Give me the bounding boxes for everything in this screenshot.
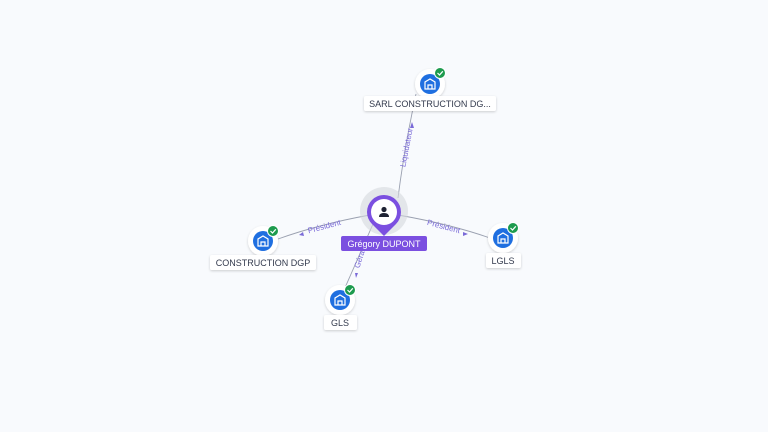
company-node-dgp[interactable]: CONSTRUCTION DGP	[210, 225, 316, 271]
verified-badge-icon	[267, 225, 279, 237]
person-label-box	[341, 236, 427, 251]
edge-lgls: Président	[397, 214, 491, 239]
verified-badge-icon	[507, 222, 519, 234]
company-name: SARL CONSTRUCTION DG...	[369, 99, 491, 109]
company-name: GLS	[331, 318, 349, 328]
arrow-icon	[299, 232, 304, 236]
arrow-icon	[410, 122, 414, 128]
building-icon	[257, 235, 269, 247]
company-node-lgls[interactable]: LGLS	[486, 222, 521, 269]
arrow-icon	[463, 232, 468, 236]
company-node-sarl[interactable]: SARL CONSTRUCTION DG...	[364, 67, 496, 112]
company-name: CONSTRUCTION DGP	[216, 258, 311, 268]
company-name: LGLS	[491, 256, 514, 266]
arrow-icon	[355, 273, 358, 278]
edge-label-lgls: Président	[426, 218, 462, 236]
edge-label-sarl: Liquidateur	[398, 127, 414, 168]
verified-badge-icon	[434, 67, 446, 79]
person-icon	[379, 206, 389, 217]
edge-dgp: Président	[277, 214, 371, 240]
edge-label-dgp: Président	[307, 218, 343, 236]
building-icon	[334, 294, 346, 306]
building-icon	[497, 232, 509, 244]
person-name: Grégory DUPONT	[347, 239, 421, 249]
person-node[interactable]: Grégory DUPONT	[341, 187, 427, 251]
verified-badge-icon	[344, 284, 356, 296]
company-node-gls[interactable]: GLS	[324, 284, 357, 331]
edge-gls: Gérant	[343, 223, 374, 291]
building-icon	[424, 78, 436, 90]
